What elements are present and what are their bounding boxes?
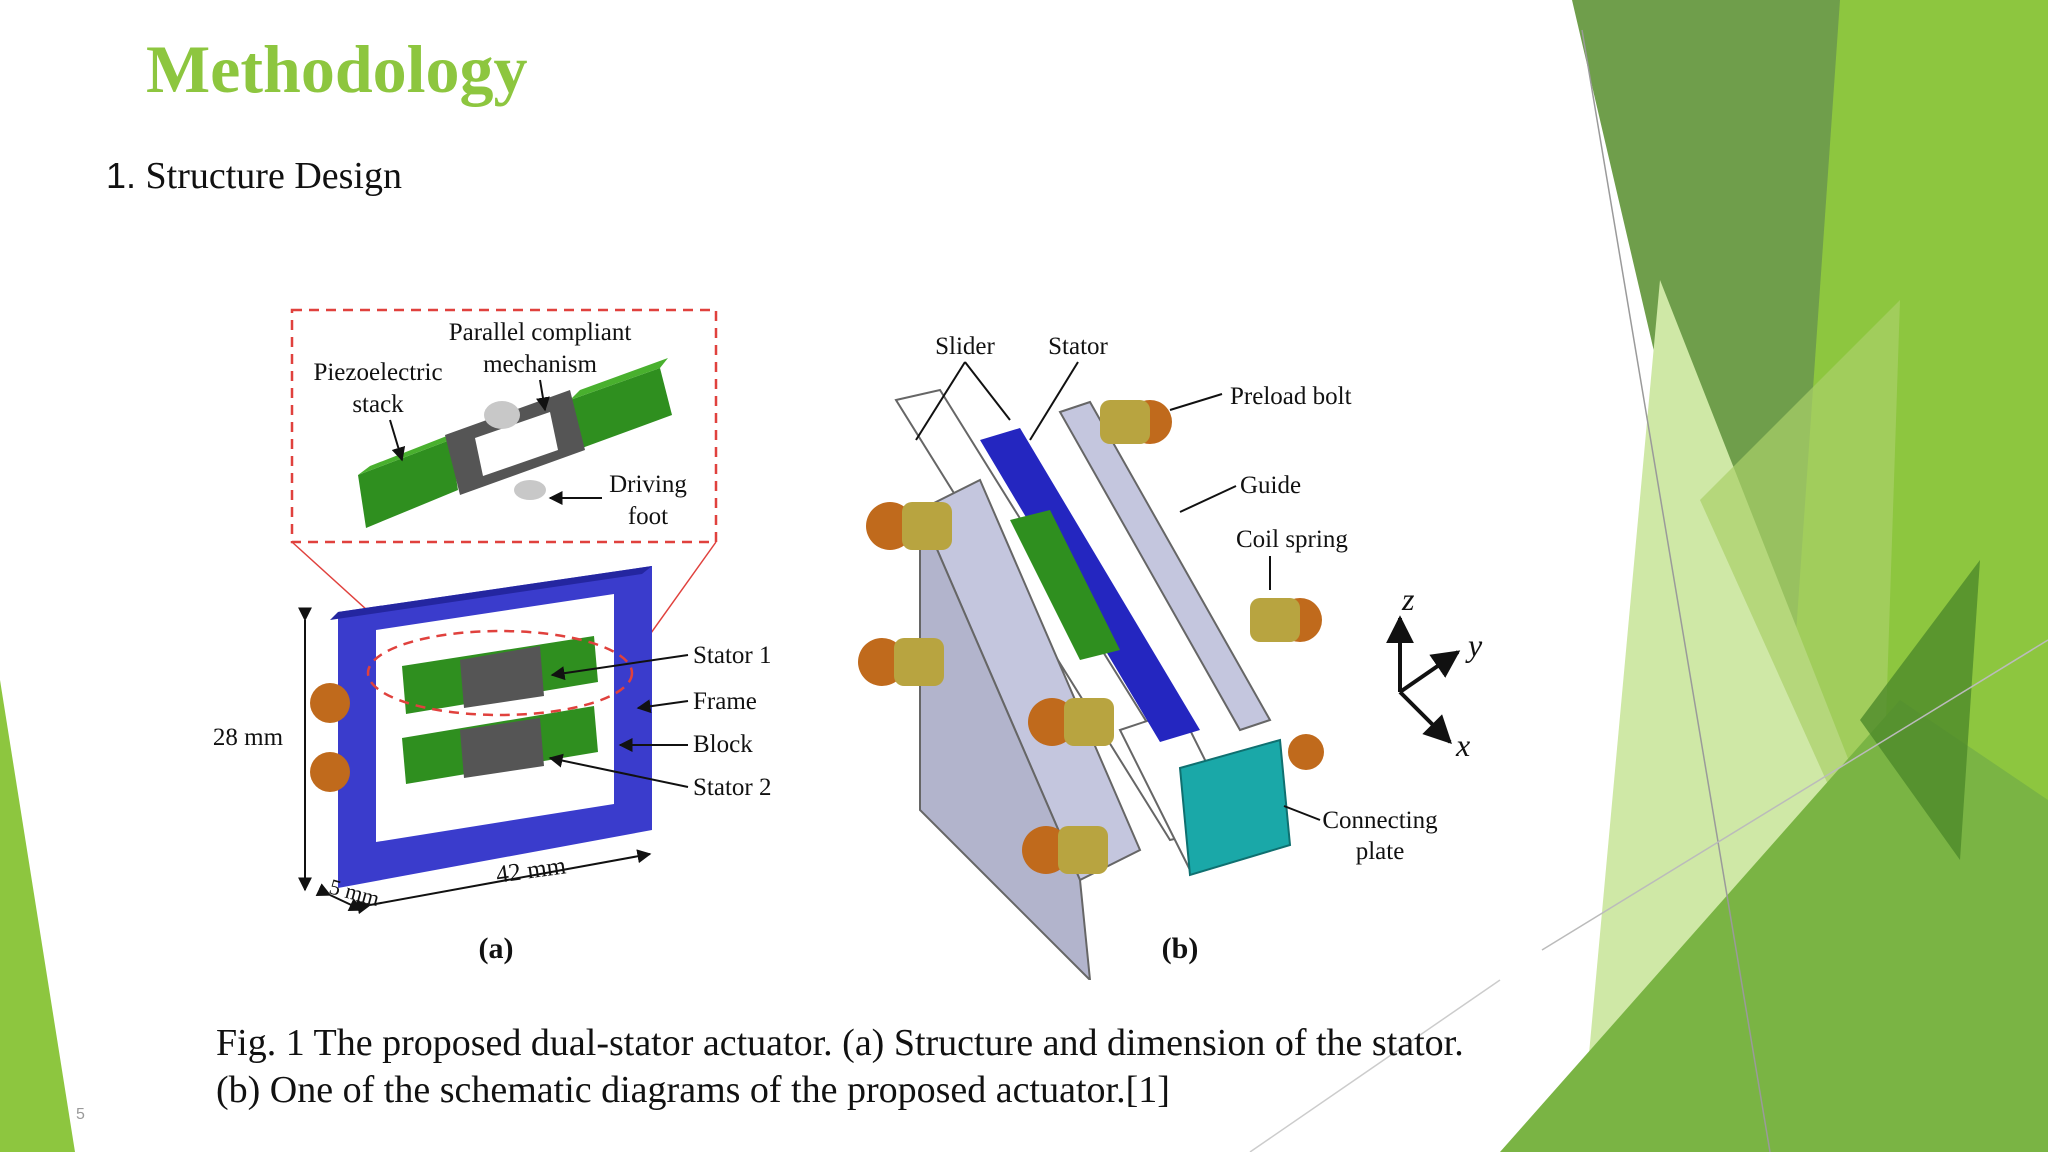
frame-bolt-top [310,683,350,723]
label-guide: Guide [1240,472,1301,499]
frame-bolt-bottom [310,752,350,792]
label-connecting-line2: plate [1356,838,1405,865]
label-callout-line2: mechanism [483,351,597,378]
pointer-slider-2 [964,361,1011,421]
label-coil-spring: Coil spring [1236,526,1348,553]
label-dim-height: 28 mm [213,724,284,751]
label-frame: Frame [693,688,757,715]
pointer-connecting-plate [1283,805,1321,821]
arrow-piezo [389,419,406,462]
stator1-mech [460,646,544,708]
stator1-highlight [366,629,634,717]
pointer-slider-1 [915,361,966,441]
actuator-figure: Parallel compliant mechanism Piezoelectr… [190,290,1520,983]
spring-6 [1250,598,1300,642]
callout-stack-right [570,368,672,448]
panel-b-label: (b) [1162,932,1199,965]
label-axis-z: z [1401,581,1415,617]
thin-line-1 [1581,29,1771,1152]
section-heading: 1. Structure Design [106,155,402,198]
spring-5 [1100,400,1150,444]
label-axis-x: x [1455,727,1470,763]
label-connecting-line1: Connecting [1322,807,1438,834]
dim-width-line [356,849,652,915]
callout-stack-left-top [358,430,462,475]
guide-plate [1058,400,1272,732]
section-number: 1. [106,155,137,196]
callout-stack-right-top [570,358,668,400]
stator-green-parts [1010,510,1120,660]
panel-a-label: (a) [479,932,514,965]
pointer-preload-bolt [1169,393,1223,411]
connecting-plate [1178,738,1292,877]
pointer-guide [1179,485,1237,513]
label-stator: Stator [1048,333,1108,360]
spring-1 [902,502,952,550]
callout-driving-foot-bottom [514,480,546,500]
right-shard-olive [1700,300,1900,900]
arrow-stator2 [548,753,689,788]
label-callout-line1: Parallel compliant [449,319,632,346]
figure-caption: Fig. 1 The proposed dual-stator actuator… [216,1020,1464,1114]
thin-line-3 [1249,979,1501,1152]
stator-blue [980,428,1200,742]
thin-line-2 [1541,639,2048,951]
slide-title: Methodology [146,31,528,107]
label-preload-bolt: Preload bolt [1230,383,1352,410]
label-axis-y: y [1465,627,1483,663]
callout-stack-left [358,440,458,528]
callout-driving-foot-top [484,401,520,429]
callout-box [290,308,718,544]
label-block: Block [693,731,753,758]
label-dim-width: 42 mm [494,852,568,889]
page-number: 5 [76,1106,85,1123]
figure-drawing: Parallel compliant mechanism Piezoelectr… [213,308,1483,983]
axis-x-arrow [1398,690,1452,744]
panel-b: Slider Stator Preload bolt Guide Coil sp… [858,333,1483,983]
label-slider: Slider [935,333,995,360]
label-stator2: Stator 2 [693,774,771,801]
section-title: Structure Design [145,155,402,197]
spring-3 [1064,698,1114,746]
spring-2 [894,638,944,686]
caption-line-2: (b) One of the schematic diagrams of the… [216,1069,1170,1111]
callout-mechanism-hole [475,412,558,476]
arrow-stator1 [550,654,689,681]
label-driving-line1: Driving [609,471,687,498]
right-shard-deep [1860,560,1980,860]
bolt-7 [1288,734,1324,770]
label-stator1: Stator 1 [693,642,771,669]
arrow-frame [636,699,689,714]
callout-connector-right [645,541,717,641]
stator2-mech [460,718,544,778]
right-shard-bottom [1500,700,2048,1152]
spring-4 [1058,826,1108,874]
label-piezo-line2: stack [352,391,404,418]
label-driving-line2: foot [628,503,668,530]
label-piezo-line1: Piezoelectric [313,359,442,386]
dim-depth-line [315,883,364,911]
arrow-mechanism [536,379,550,412]
caption-line-1: Fig. 1 The proposed dual-stator actuator… [216,1022,1464,1064]
left-green-shard [0,680,75,1152]
panel-a: Parallel compliant mechanism Piezoelectr… [213,308,771,965]
pointer-stator [1029,361,1079,441]
axis-y-arrow [1398,650,1461,694]
frame-top-face [330,566,652,620]
